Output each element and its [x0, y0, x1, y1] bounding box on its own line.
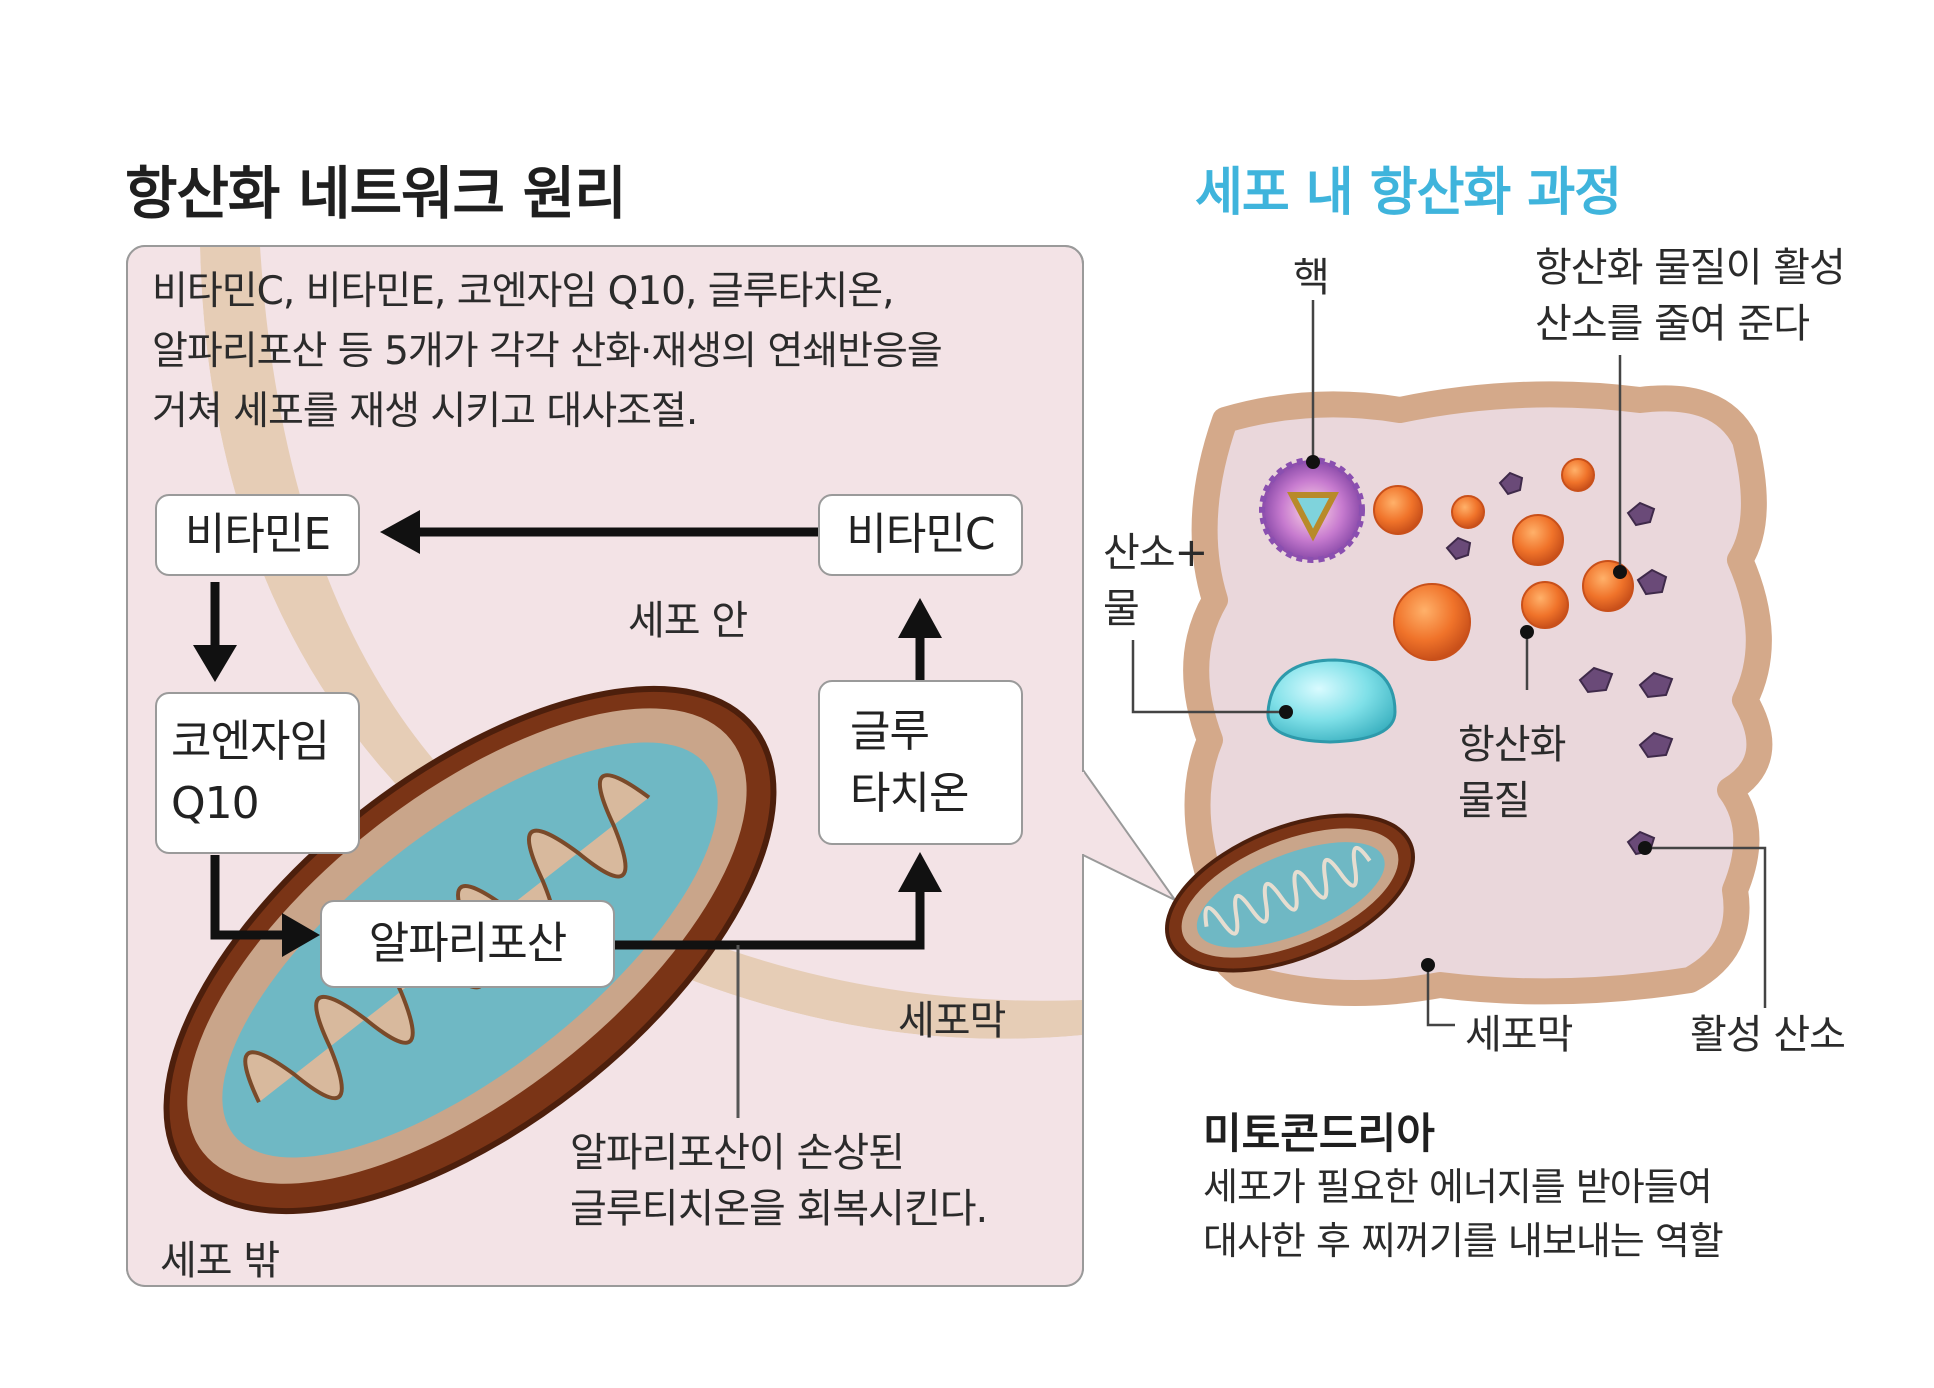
outside-cell-label: 세포 밖 — [160, 1238, 280, 1284]
mitochondrion-small — [1165, 813, 1415, 973]
coenzyme-label-line1: 코엔자임 — [171, 716, 330, 767]
vitamin-e-box: 비타민E — [155, 494, 360, 576]
alpha-lipoic-acid-box: 알파리포산 — [320, 900, 615, 988]
label-line: 항산화 물질이 활성 — [1535, 245, 1846, 291]
coenzyme-label-line2: Q10 — [171, 778, 260, 829]
active-oxygen-label: 활성 산소 — [1690, 1012, 1846, 1058]
label-line: 항산화 — [1458, 722, 1566, 768]
mitochondria-desc-line: 대사한 후 찌꺼기를 내보내는 역할 — [1203, 1219, 1724, 1263]
glutathione-label-line2: 타치온 — [850, 767, 969, 819]
callout-wedge — [1082, 766, 1176, 901]
antioxidant-substance-label: 항산화 물질 — [1458, 717, 1566, 829]
flow-arrows — [210, 527, 925, 950]
note-line: 글루티치온을 회복시킨다. — [570, 1186, 988, 1232]
oxygen-water-label: 산소+ 물 — [1103, 525, 1208, 637]
label-line: 산소+ — [1103, 530, 1208, 576]
water-droplet — [1266, 658, 1397, 744]
left-panel-description: 비타민C, 비타민E, 코엔자임 Q10, 글루타치온, 알파리포산 등 5개가… — [152, 262, 1052, 442]
label-line: 산소를 줄여 준다 — [1535, 301, 1810, 347]
description-line: 비타민C, 비타민E, 코엔자임 Q10, 글루타치온, — [152, 269, 895, 314]
vitamin-c-box: 비타민C — [818, 494, 1023, 576]
antioxidant-spheres — [1373, 458, 1634, 661]
active-oxygen-particles — [1445, 471, 1674, 856]
membrane-label-right: 세포막 — [1465, 1012, 1573, 1058]
membrane-label-left: 세포막 — [898, 998, 1006, 1044]
right-panel-title: 세포 내 항산화 과정 — [1195, 163, 1622, 223]
arrow-heads — [193, 510, 942, 957]
mitochondria-title: 미토콘드리아 — [1203, 1109, 1435, 1158]
label-line: 물 — [1103, 586, 1140, 632]
description-line: 알파리포산 등 5개가 각각 산화·재생의 연쇄반응을 — [152, 329, 943, 374]
glutathione-label-line1: 글루 — [850, 705, 930, 757]
nucleus — [1259, 457, 1365, 563]
left-panel-title: 항산화 네트워크 원리 — [125, 161, 627, 227]
description-line: 거쳐 세포를 재생 시키고 대사조절. — [152, 389, 698, 434]
nucleus-label: 핵 — [1293, 255, 1330, 301]
label-line: 물질 — [1458, 778, 1531, 824]
antioxidant-action-label: 항산화 물질이 활성 산소를 줄여 준다 — [1535, 240, 1846, 352]
pointer-dots — [1279, 455, 1652, 972]
alpha-lipoic-note: 알파리포산이 손상된 글루티치온을 회복시킨다. — [570, 1125, 988, 1237]
glutathione-box: 글루 타치온 — [818, 680, 1023, 845]
inside-cell-label: 세포 안 — [628, 598, 748, 644]
note-line: 알파리포산이 손상된 — [570, 1130, 905, 1176]
mitochondria-description: 세포가 필요한 에너지를 받아들여 대사한 후 찌꺼기를 내보내는 역할 — [1203, 1160, 1724, 1268]
right-pointers — [1131, 300, 1767, 1027]
mitochondria-desc-line: 세포가 필요한 에너지를 받아들여 — [1203, 1165, 1713, 1209]
coenzyme-q10-box: 코엔자임 Q10 — [155, 692, 360, 854]
